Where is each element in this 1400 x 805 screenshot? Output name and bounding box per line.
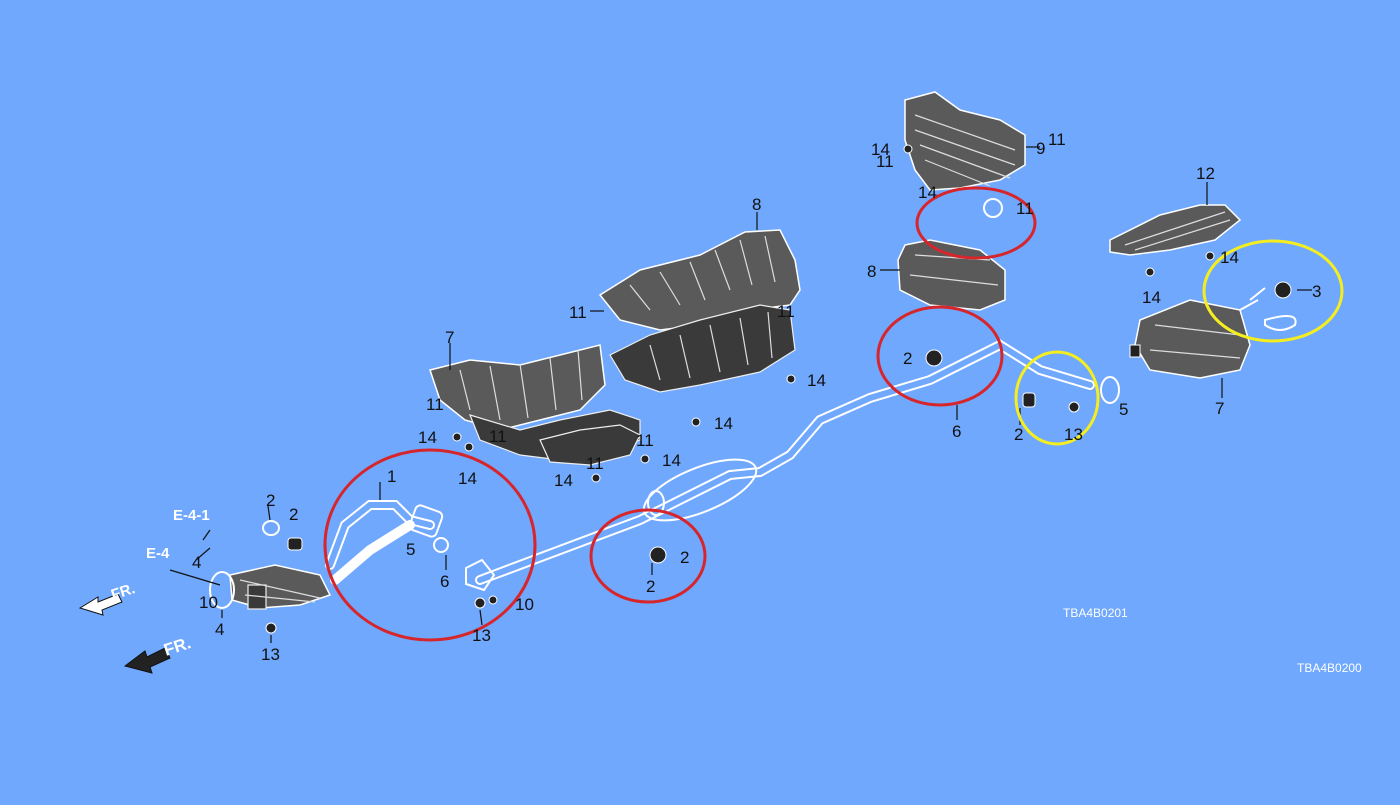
callout-2: 2 [680,548,689,567]
highlight-rear-flange [1014,350,1100,446]
front-exhaust-pipe [325,500,496,592]
callout-14: 14 [458,469,477,488]
callout-6: 6 [952,422,961,441]
callout-14: 14 [1220,248,1239,267]
callout-9: 9 [1036,139,1045,158]
heat-shield-upper-center [598,229,801,393]
callout-numbers: 1 2 2 2 2 2 2 3 4 4 5 5 6 6 7 7 8 8 9 10… [192,130,1321,664]
callout-11: 11 [636,431,654,450]
heat-shield-front [429,344,641,466]
front-arrow-icon [78,593,123,616]
callout-11: 11 [489,427,507,446]
callout-8: 8 [752,195,761,214]
diagram-code-secondary: TBA4B0200 [1297,661,1362,675]
callout-5: 5 [1119,400,1128,419]
callout-5: 5 [406,540,415,559]
rubber-mounts [262,198,1297,564]
callout-13: 13 [261,645,280,664]
callout-6: 6 [440,572,449,591]
callout-2: 2 [1014,425,1023,444]
callout-14: 14 [714,414,733,433]
reference-label-e41: E-4-1 [173,507,210,524]
callout-2: 2 [266,491,275,510]
callout-10: 10 [515,595,534,614]
fr-label-lower: FR. [161,633,193,660]
callout-10: 10 [199,593,218,612]
heat-shield-rear-upper [904,91,1026,191]
callout-14: 14 [918,183,937,202]
callout-11: 11 [426,395,444,414]
highlight-mid-hanger [876,305,1004,407]
highlight-front-hanger [589,508,707,604]
callout-11: 11 [569,303,587,322]
highlight-upper-hanger [915,186,1037,260]
callout-7: 7 [445,328,454,347]
callout-2: 2 [646,577,655,596]
callout-13: 13 [472,626,491,645]
callout-1: 1 [387,467,396,486]
callout-13: 13 [1064,425,1083,444]
highlight-rear-hanger [1202,239,1344,343]
callout-14: 14 [662,451,681,470]
callout-11: 11 [777,302,795,321]
rear-muffler [1134,299,1251,379]
front-direction-arrows: FR. FR. [78,580,193,674]
heat-shield-rear-right [1109,204,1242,256]
callout-11: 11 [876,152,894,171]
callout-4: 4 [215,620,224,639]
fr-label-upper: FR. [109,580,137,604]
reference-label-e4: E-4 [146,545,170,562]
front-arrow-icon [123,647,171,674]
callout-14: 14 [807,371,826,390]
callout-12: 12 [1196,164,1215,183]
diagram-code-primary: TBA4B0201 [1063,606,1128,620]
catalytic-converter [209,564,332,610]
callout-8: 8 [867,262,876,281]
callout-7: 7 [1215,399,1224,418]
callout-14: 14 [418,428,437,447]
callout-14: 14 [871,140,890,159]
leader-lines [169,146,1312,643]
callout-3: 3 [1312,282,1321,301]
highlight-circles [323,186,1344,642]
callout-14: 14 [1142,288,1161,307]
center-muffler [897,239,1006,311]
callout-14: 14 [554,471,573,490]
callout-11: 11 [1048,130,1066,149]
callout-2: 2 [289,505,298,524]
callout-11: 11 [586,454,604,473]
bolts-clips [265,144,1215,634]
callout-4: 4 [192,553,201,572]
highlight-front-pipe [323,448,537,642]
exhaust-pipe-main [475,339,1120,585]
callout-2: 2 [903,349,912,368]
callout-11: 11 [1016,199,1034,218]
